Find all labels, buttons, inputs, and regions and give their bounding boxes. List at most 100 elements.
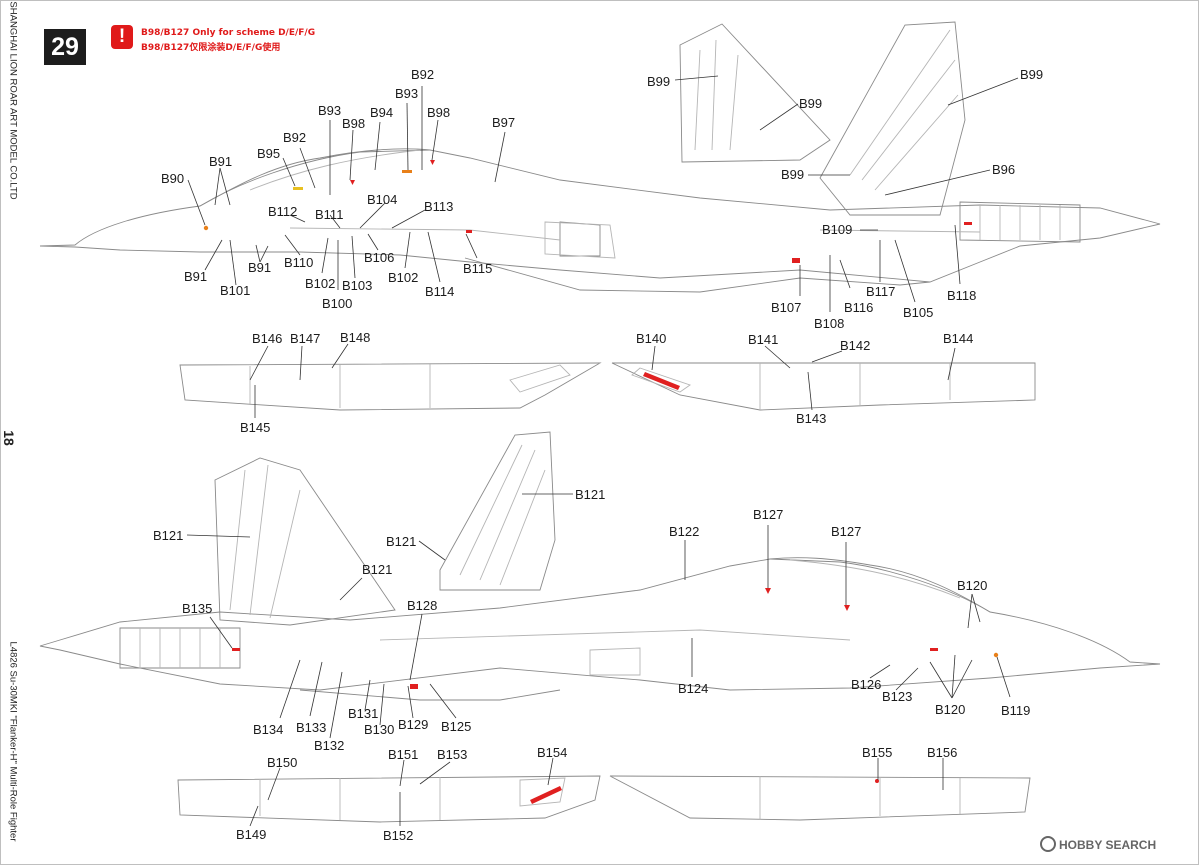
decal-callout-b150: B150: [267, 755, 298, 770]
decal-callout-b117: B117: [866, 284, 896, 299]
step-number-badge: 29: [44, 29, 86, 65]
decal-callout-b94: B94: [370, 105, 394, 120]
decal-callout-b126: B126: [851, 677, 882, 692]
decal-callout-b154: B154: [537, 745, 568, 760]
decal-callout-b99: B99: [781, 167, 805, 182]
top-aircraft-outline: [39, 148, 1161, 293]
decal-callout-b124: B124: [678, 681, 709, 696]
company-name: SHANGHAI LION ROAR ART MODEL CO.LTD: [7, 1, 19, 200]
decal-callout-b155: B155: [862, 745, 893, 760]
page-number: 18: [0, 430, 17, 446]
decal-callout-b115: B115: [463, 261, 493, 276]
decal-callout-b102: B102: [305, 276, 336, 291]
decal-callout-b130: B130: [364, 722, 395, 737]
decal-callout-b127: B127: [753, 507, 784, 522]
scheme-note-english: B98/B127 Only for scheme D/E/F/G: [141, 28, 316, 38]
decal-callout-b142: B142: [840, 338, 871, 353]
decal-callout-b92: B92: [283, 130, 307, 145]
decal-callout-b114: B114: [425, 284, 455, 299]
decal-callout-b99: B99: [1020, 67, 1044, 82]
decal-callout-b151: B151: [388, 747, 419, 762]
decal-callout-b118: B118: [947, 288, 977, 303]
decal-callout-b144: B144: [943, 331, 974, 346]
warning-icon: !: [111, 25, 133, 49]
decal-callout-b93: B93: [395, 86, 419, 101]
decal-callout-b156: B156: [927, 745, 958, 760]
decal-callout-b121: B121: [575, 487, 606, 502]
decal-callout-b116: B116: [844, 300, 874, 315]
decal-callout-b100: B100: [322, 296, 353, 311]
decal-callout-b108: B108: [814, 316, 845, 331]
watermark-logo-icon: [1040, 836, 1056, 852]
decal-callout-b140: B140: [636, 331, 667, 346]
decal-callout-b120: B120: [935, 702, 966, 717]
strip-right-1: [611, 362, 1036, 411]
decal-callout-b113: B113: [424, 199, 454, 214]
bottom-fin-near: [214, 457, 396, 626]
decal-callout-b147: B147: [290, 331, 321, 346]
decal-callout-b122: B122: [669, 524, 700, 539]
strip-left-2: [177, 775, 601, 823]
decal-callout-b134: B134: [253, 722, 284, 737]
decal-callout-b146: B146: [252, 331, 283, 346]
decal-callout-b121: B121: [386, 534, 417, 549]
decal-callout-b98: B98: [427, 105, 451, 120]
decal-callout-b131: B131: [348, 706, 379, 721]
top-fin-far: [679, 23, 831, 163]
decal-callout-b119: B119: [1001, 703, 1031, 718]
decal-callout-b120: B120: [957, 578, 988, 593]
decal-callout-b92: B92: [411, 67, 435, 82]
decal-callout-b133: B133: [296, 720, 327, 735]
decal-callout-b110: B110: [284, 255, 314, 270]
decal-callout-b111: B111: [315, 207, 344, 222]
decal-callout-b105: B105: [903, 305, 934, 320]
decal-callout-b90: B90: [161, 171, 185, 186]
decal-callout-b121: B121: [153, 528, 184, 543]
decal-callout-b95: B95: [257, 146, 281, 161]
decal-callout-b109: B109: [822, 222, 853, 237]
decal-callout-b98: B98: [342, 116, 366, 131]
leader-lines: [186, 75, 1019, 827]
decal-callout-b135: B135: [182, 601, 213, 616]
decal-callout-b104: B104: [367, 192, 398, 207]
decal-callout-b91: B91: [209, 154, 233, 169]
hobby-search-watermark: HOBBY SEARCH: [1040, 836, 1156, 852]
decal-callout-b123: B123: [882, 689, 913, 704]
decal-callout-b107: B107: [771, 300, 802, 315]
decal-callout-b99: B99: [799, 96, 823, 111]
decal-callout-b149: B149: [236, 827, 267, 842]
decal-callout-b132: B132: [314, 738, 345, 753]
decal-callout-b129: B129: [398, 717, 429, 732]
decal-callout-b103: B103: [342, 278, 373, 293]
decal-callout-b121: B121: [362, 562, 393, 577]
decal-callout-b127: B127: [831, 524, 862, 539]
decal-callout-b97: B97: [492, 115, 516, 130]
decal-callout-b125: B125: [441, 719, 472, 734]
decal-callout-b112: B112: [268, 204, 298, 219]
decal-callout-b153: B153: [437, 747, 468, 762]
decal-callout-b148: B148: [340, 330, 371, 345]
scheme-note-chinese: B98/B127仅限涂装D/E/F/G使用: [141, 43, 281, 53]
decal-callout-b91: B91: [248, 260, 272, 275]
decal-callout-b106: B106: [364, 250, 395, 265]
decal-callout-b128: B128: [407, 598, 438, 613]
decal-callout-b143: B143: [796, 411, 827, 426]
decal-callout-b141: B141: [748, 332, 779, 347]
decal-markers: [203, 160, 999, 804]
decal-callout-b102: B102: [388, 270, 419, 285]
decal-callout-b152: B152: [383, 828, 414, 843]
decal-callout-b145: B145: [240, 420, 271, 435]
decal-callout-b93: B93: [318, 103, 342, 118]
bottom-fin-far: [439, 431, 556, 591]
decal-callout-b99: B99: [647, 74, 671, 89]
decal-callout-b101: B101: [220, 283, 251, 298]
decal-callout-b91: B91: [184, 269, 208, 284]
strip-left-1: [179, 362, 602, 411]
top-fin-near: [819, 21, 966, 216]
decal-callout-b96: B96: [992, 162, 1016, 177]
product-title: L4826 Su-30MKI "Flanker-H" Multi-Role Fi…: [7, 641, 19, 842]
strip-right-2: [609, 775, 1031, 821]
